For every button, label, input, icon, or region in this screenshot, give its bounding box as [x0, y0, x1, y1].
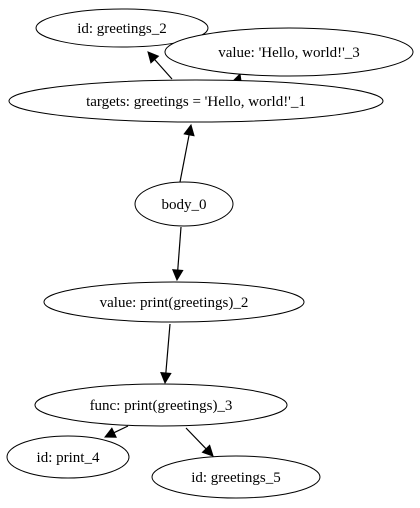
- node-id-greetings-5-label: id: greetings_5: [191, 470, 281, 486]
- arrowhead-icon: [183, 123, 195, 137]
- node-value-print-2-shape: [43, 281, 305, 323]
- node-value-hello-3: value: 'Hello, world!'_3: [164, 27, 414, 77]
- node-targets-1-shape: [8, 79, 384, 123]
- node-targets-1: targets: greetings = 'Hello, world!'_1: [8, 79, 384, 123]
- node-body-0-shape: [134, 181, 234, 227]
- node-id-greetings-5-shape: [151, 455, 321, 499]
- node-value-hello-3-shape: [164, 27, 414, 77]
- node-id-print-4: id: print_4: [6, 435, 130, 479]
- node-body-0-label: body_0: [162, 197, 207, 213]
- arrowhead-icon: [201, 444, 214, 457]
- arrowhead-icon: [160, 372, 172, 385]
- node-id-print-4-label: id: print_4: [37, 450, 100, 466]
- edge-line: [165, 323, 171, 374]
- nodes: id: greetings_2 value: 'Hello, world!'_3…: [6, 8, 414, 499]
- node-func-print-3-label: func: print(greetings)_3: [90, 398, 233, 414]
- edge-line: [185, 427, 207, 450]
- edge-func-print-3-to-id-print-4: [103, 425, 129, 438]
- edge-line: [154, 59, 173, 80]
- node-value-print-2-label: value: print(greetings)_2: [100, 295, 249, 311]
- edge-line: [177, 226, 182, 271]
- arrowhead-icon: [147, 51, 160, 64]
- arrowhead-icon: [171, 269, 184, 282]
- node-id-greetings-2: id: greetings_2: [35, 8, 209, 48]
- node-func-print-3-shape: [34, 383, 288, 427]
- node-id-print-4-shape: [6, 435, 130, 479]
- node-body-0: body_0: [134, 181, 234, 227]
- node-id-greetings-2-shape: [35, 8, 209, 48]
- node-value-print-2: value: print(greetings)_2: [43, 281, 305, 323]
- node-id-greetings-2-label: id: greetings_2: [77, 21, 167, 37]
- edge-value-print-2-to-func-print-3: [160, 323, 172, 385]
- edge-line: [179, 134, 190, 183]
- node-targets-1-label: targets: greetings = 'Hello, world!'_1: [86, 94, 306, 110]
- node-id-greetings-5: id: greetings_5: [151, 455, 321, 499]
- edge-func-print-3-to-id-greetings-5: [185, 427, 214, 457]
- node-value-hello-3-label: value: 'Hello, world!'_3: [218, 45, 360, 61]
- node-func-print-3: func: print(greetings)_3: [34, 383, 288, 427]
- edge-targets-1-to-id-greetings-2: [147, 51, 173, 80]
- edge-body-0-to-value-print-2: [171, 226, 184, 282]
- edge-line: [113, 425, 129, 434]
- edge-body-0-to-targets-1: [179, 123, 195, 183]
- arrowhead-icon: [103, 427, 117, 438]
